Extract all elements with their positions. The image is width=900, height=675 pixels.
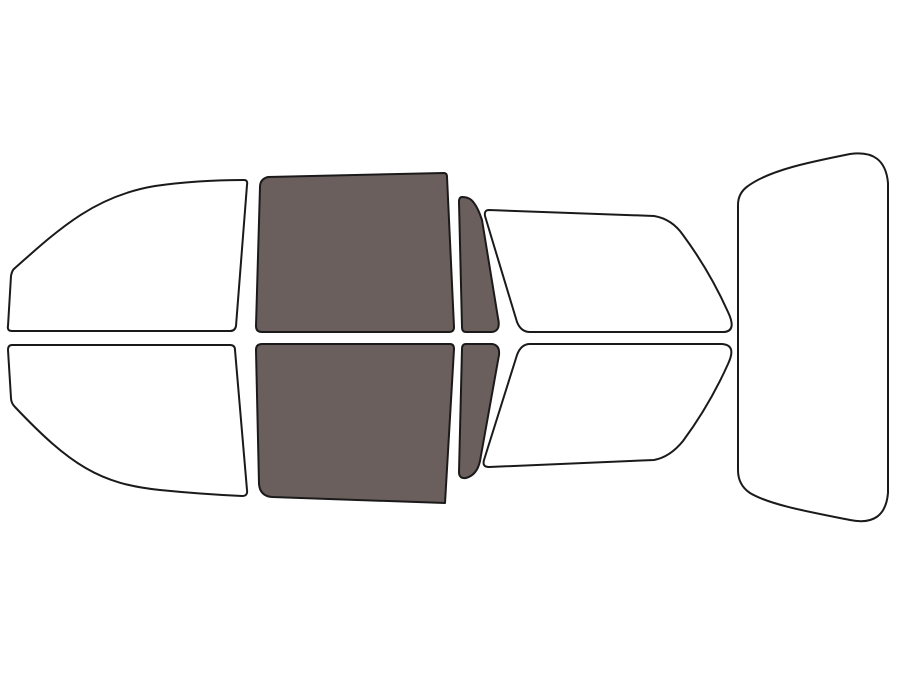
rear-window[interactable] [737, 152, 889, 523]
front-quarter-vent-passenger[interactable] [458, 343, 501, 480]
windshield-bottom-half[interactable] [7, 344, 249, 497]
front-door-driver[interactable] [255, 172, 455, 333]
rear-door-passenger[interactable] [482, 343, 733, 468]
windshield-top-half[interactable] [6, 179, 249, 332]
front-quarter-vent-driver[interactable] [458, 196, 500, 333]
rear-door-driver[interactable] [483, 209, 733, 333]
front-door-passenger[interactable] [255, 343, 455, 504]
